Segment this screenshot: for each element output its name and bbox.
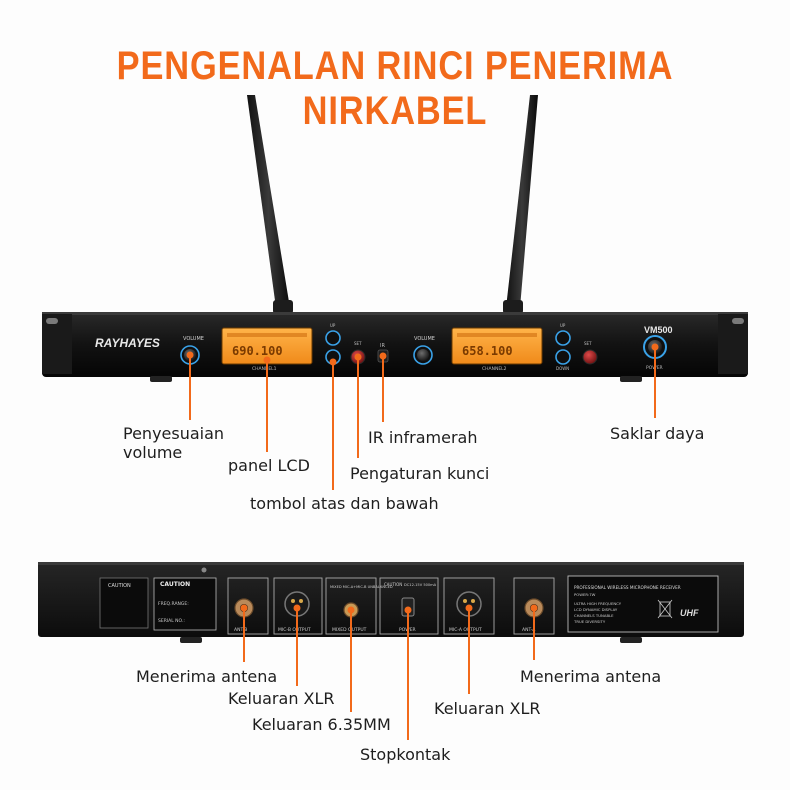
up-button-1: [325, 330, 341, 346]
panel-text: VM500: [644, 325, 673, 335]
label-antenna-left: Menerima antena: [136, 667, 278, 686]
label-lcd-panel: panel LCD: [228, 456, 310, 475]
set-button-2: [582, 349, 598, 365]
panel-text: 690.100: [232, 344, 283, 358]
panel-text: UHF: [680, 608, 699, 618]
lcd-display-2: [451, 327, 543, 365]
label-xlr-right: Keluaran XLR: [434, 699, 541, 718]
panel-text: ANT-A: [522, 627, 536, 633]
panel-text: SET: [584, 341, 592, 346]
rear-panel: CAUTION CAUTION FREQ.RANGE: SERIAL NO.: …: [38, 562, 744, 643]
panel-text: CHANNELS TUNABLE: [574, 613, 614, 618]
panel-text: MIXED MIC-A+MIC-B UNBALANCED: [330, 585, 393, 589]
panel-text: VOLUME: [414, 336, 435, 342]
page-title: PENGENALAN RINCI PENERIMA NIRKABEL: [116, 44, 674, 133]
panel-text: TRUE DIVERSITY: [573, 619, 606, 624]
label-xlr-left: Keluaran XLR: [228, 689, 335, 708]
panel-text: DC12-15V 500mA: [404, 583, 437, 587]
panel-text: ULTRA HIGH FREQUENCY: [574, 601, 622, 606]
label-output-635: Keluaran 6.35MM: [252, 715, 391, 734]
panel-text: UP: [330, 323, 336, 328]
panel-text: PROFESSIONAL WIRELESS MICROPHONE RECEIVE…: [574, 585, 681, 590]
label-socket: Stopkontak: [360, 745, 451, 764]
panel-text: 658.100: [462, 344, 513, 358]
panel-text: CAUTION: [384, 582, 402, 587]
label-lock-setting: Pengaturan kunci: [350, 464, 490, 483]
panel-text: CHANNEL2: [482, 366, 507, 372]
front-panel: RAYHAYES VOLUME 690.100 CHANNEL1 UP SET …: [42, 312, 748, 382]
panel-text: MIC-A OUTPUT: [449, 627, 482, 633]
weee-bin-icon: [659, 601, 671, 617]
label-up-down-buttons: tombol atas dan bawah: [250, 494, 439, 513]
panel-text: CHANNEL1: [252, 366, 277, 372]
label-power-switch: Saklar daya: [610, 424, 705, 443]
panel-text: CAUTION: [108, 583, 131, 589]
panel-text: POWER:7W: [574, 592, 596, 597]
label-antenna-right: Menerima antena: [520, 667, 662, 686]
panel-text: FREQ.RANGE:: [158, 601, 189, 607]
panel-text: SET: [354, 341, 362, 346]
label-volume-adjust: Penyesuaian volume: [123, 424, 225, 462]
antenna-right: [503, 95, 538, 314]
label-ir: IR inframerah: [368, 428, 478, 447]
panel-text: CAUTION: [160, 581, 190, 588]
panel-text: DOWN: [556, 366, 569, 371]
brand-text: RAYHAYES: [95, 336, 160, 350]
panel-text: LCD DYNAMIC DISPLAY: [574, 607, 618, 612]
antenna-left: [247, 95, 293, 314]
panel-text: SERIAL NO.:: [158, 618, 185, 624]
up-button-2: [555, 330, 571, 346]
panel-text: ANT-B: [234, 627, 247, 633]
panel-text: VOLUME: [183, 336, 204, 342]
panel-text: IR: [380, 343, 385, 349]
panel-text: UP: [560, 323, 566, 328]
leader-lines: [186, 343, 659, 740]
panel-text: MIXED OUTPUT: [332, 627, 367, 633]
panel-text: MIC-B OUTPUT: [278, 627, 311, 633]
down-button-2: [555, 349, 571, 365]
